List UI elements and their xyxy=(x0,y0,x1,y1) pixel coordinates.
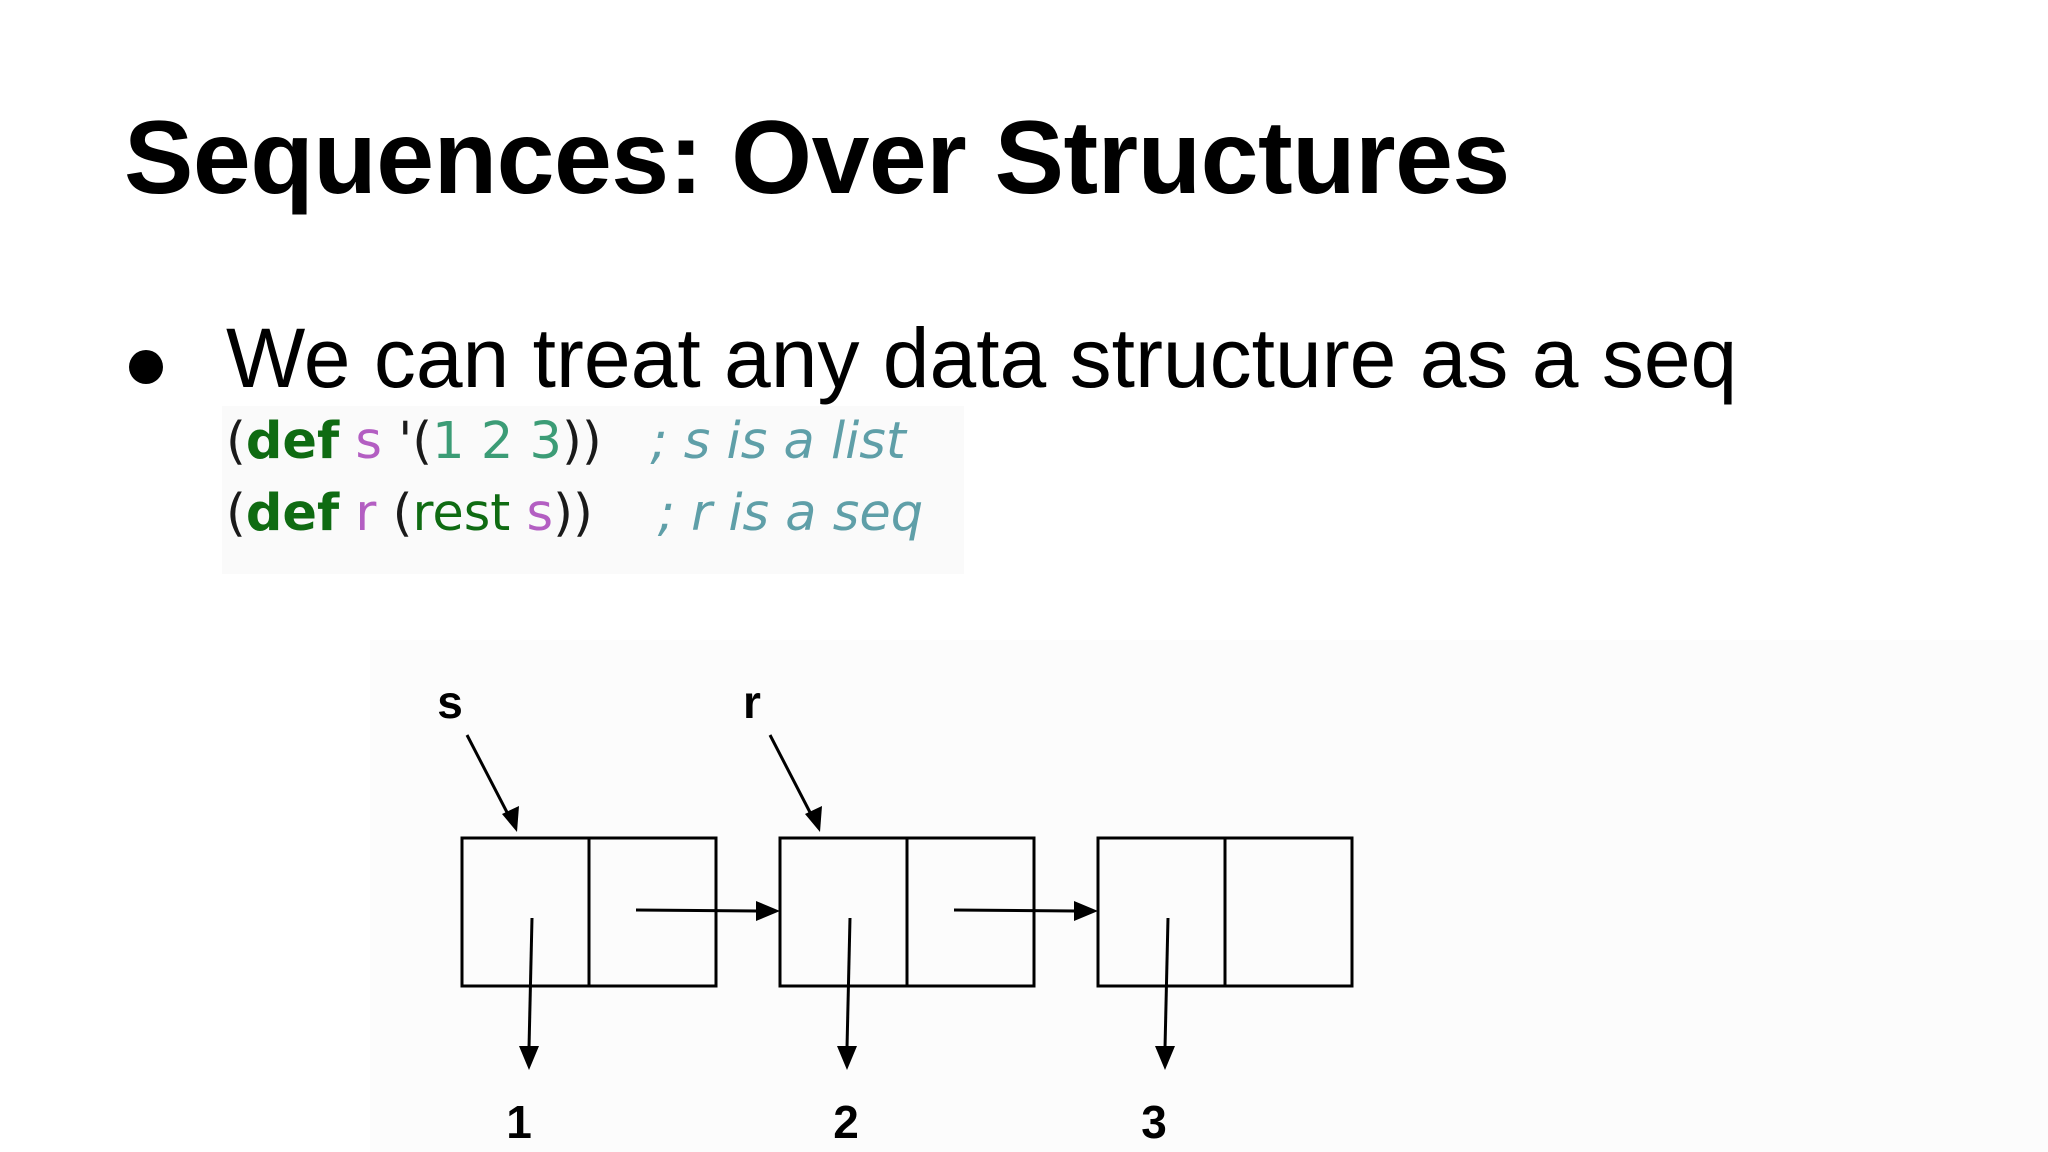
cons-cell-2 xyxy=(778,836,1036,988)
code-keyword: def xyxy=(245,412,340,471)
code-symbol: s xyxy=(526,484,554,543)
code-paren: ( xyxy=(226,412,246,471)
bullet-text: We can treat any data structure as a seq xyxy=(226,311,1738,405)
next-arrow-2 xyxy=(953,901,1098,921)
code-paren: ( xyxy=(226,484,246,543)
pointer-label-s: s xyxy=(437,676,463,728)
code-quote-paren: '( xyxy=(382,412,433,471)
code-paren: )) xyxy=(561,412,602,471)
code-keyword: def xyxy=(245,484,340,543)
code-line-1: (def s '(1 2 3)) ; s is a list xyxy=(226,416,906,467)
code-paren: ( xyxy=(392,484,413,543)
value-label-1: 1 xyxy=(506,1096,532,1148)
code-number: 2 xyxy=(480,412,514,471)
bullet-dot-icon xyxy=(129,350,163,384)
code-function: rest xyxy=(412,484,511,543)
code-number: 3 xyxy=(529,412,562,471)
value-label-3: 3 xyxy=(1141,1096,1167,1148)
value-arrow-3 xyxy=(1155,917,1175,1070)
next-arrow-1 xyxy=(635,901,780,921)
code-number: 1 xyxy=(432,412,465,471)
code-comment: ; r is a seq xyxy=(657,484,924,543)
code-block: (def s '(1 2 3)) ; s is a list (def r (r… xyxy=(222,406,964,574)
code-symbol: s xyxy=(355,412,382,471)
value-label-2: 2 xyxy=(833,1096,859,1148)
pointer-arrow-r xyxy=(768,734,822,832)
code-symbol: r xyxy=(355,484,377,543)
cons-cell-3 xyxy=(1096,836,1354,988)
diagram-background xyxy=(370,640,2048,1152)
code-line-2: (def r (rest s)) ; r is a seq xyxy=(226,488,923,539)
code-paren: )) xyxy=(553,484,593,543)
code-comment: ; s is a list xyxy=(650,412,906,471)
value-arrow-1 xyxy=(519,917,539,1070)
value-arrow-2 xyxy=(837,917,857,1070)
cons-cell-1 xyxy=(460,836,718,988)
pointer-label-r: r xyxy=(743,676,761,728)
pointer-arrow-s xyxy=(465,734,519,832)
slide-title: Sequences: Over Structures xyxy=(124,100,1510,216)
